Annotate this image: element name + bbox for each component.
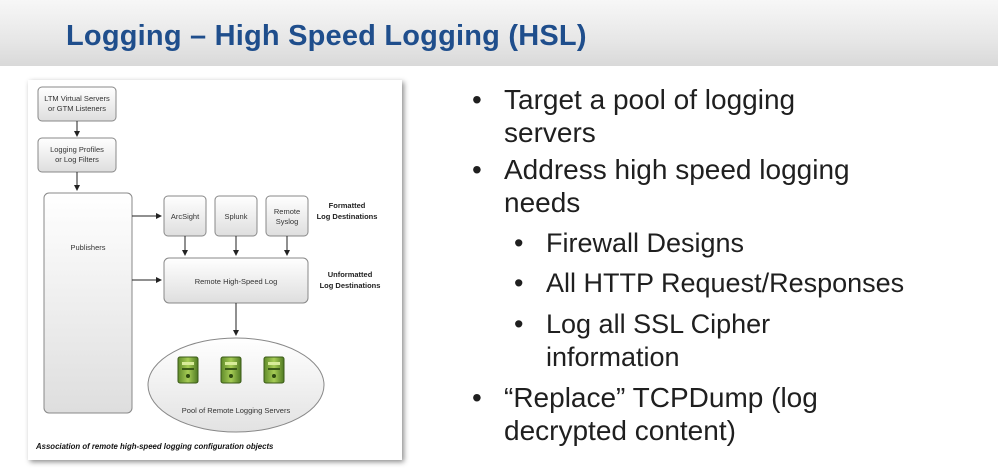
server-icon — [220, 356, 242, 384]
unformatted-label-1: Unformatted — [328, 270, 373, 279]
bullet-line: All HTTP Request/Responses — [546, 268, 905, 298]
bullet-dot: • — [514, 268, 524, 298]
ltm-box-line-1: LTM Virtual Servers — [44, 94, 110, 103]
syslog-label-1: Remote — [274, 207, 300, 216]
bullet-line: servers — [504, 117, 596, 148]
splunk-label: Splunk — [225, 212, 248, 221]
bullet-line: Target a pool of logging — [504, 84, 796, 115]
splunk-box: Splunk — [214, 195, 258, 237]
arcsight-label: ArcSight — [171, 212, 200, 221]
arcsight-box: ArcSight — [163, 195, 207, 237]
ltm-virtual-servers-box: LTM Virtual Servers or GTM Listeners — [37, 86, 117, 122]
publishers-box: Publishers — [43, 192, 133, 414]
server-icon — [263, 356, 285, 384]
hsl-diagram-svg: LTM Virtual Servers or GTM Listeners Log… — [35, 86, 381, 451]
pool-label: Pool of Remote Logging Servers — [182, 406, 291, 415]
bullet-line: Log all SSL Cipher — [546, 309, 771, 339]
unformatted-label-2: Log Destinations — [320, 281, 381, 290]
remote-syslog-box: Remote Syslog — [265, 195, 309, 237]
bullet-line: decrypted content) — [504, 415, 736, 446]
hsl-diagram: LTM Virtual Servers or GTM Listeners Log… — [28, 80, 402, 460]
bullet-dot: • — [472, 382, 482, 413]
bullet-line: information — [546, 342, 680, 372]
logging-profiles-box: Logging Profiles or Log Filters — [37, 137, 117, 173]
title-band: Logging – High Speed Logging (HSL) — [0, 0, 998, 66]
profiles-box-line-2: or Log Filters — [55, 155, 99, 164]
remote-hsl-label: Remote High-Speed Log — [195, 277, 278, 286]
bullet-line: “Replace” TCPDump (log — [504, 382, 818, 413]
ltm-box-line-2: or GTM Listeners — [48, 104, 106, 113]
bullet-dot: • — [472, 84, 482, 115]
remote-logging-pool: Pool of Remote Logging Servers — [147, 337, 325, 433]
profiles-box-line-1: Logging Profiles — [50, 145, 104, 154]
bullet-line: Address high speed logging — [504, 154, 850, 185]
remote-high-speed-log-box: Remote High-Speed Log — [163, 257, 309, 304]
bullet-line: Firewall Designs — [546, 228, 745, 258]
formatted-label-2: Log Destinations — [317, 212, 378, 221]
slide-title: Logging – High Speed Logging (HSL) — [66, 20, 587, 52]
bullet-line: needs — [504, 187, 581, 218]
formatted-label-1: Formatted — [329, 201, 366, 210]
syslog-label-2: Syslog — [276, 217, 299, 226]
publishers-label: Publishers — [70, 243, 105, 252]
server-icon — [177, 356, 199, 384]
bullet-dot: • — [514, 309, 524, 339]
bullet-dot: • — [514, 228, 524, 258]
bullet-dot: • — [472, 154, 482, 185]
diagram-caption: Association of remote high-speed logging… — [35, 442, 274, 451]
